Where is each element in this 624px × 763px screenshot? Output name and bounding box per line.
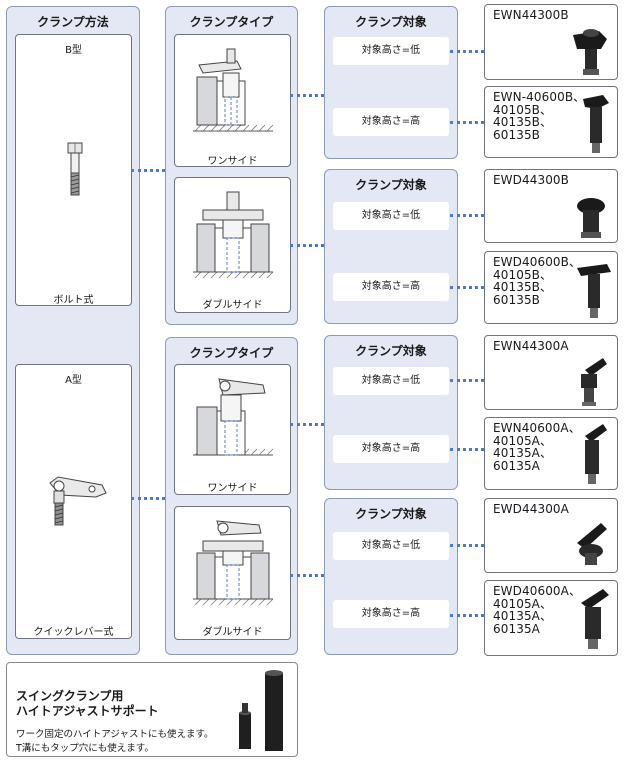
support-description-line1: ワーク固定のハイトアジャストにも使えます。	[16, 729, 214, 740]
target-high[interactable]: 対象高さ=高	[333, 273, 449, 301]
target-panel-4: クランプ対象 対象高さ=低 対象高さ=高	[324, 498, 458, 655]
swing-clamp-lever-product-icon	[581, 589, 609, 649]
swing-clamp-lever-product-icon	[585, 424, 607, 484]
product-card[interactable]: EWD40600B、 40105B、 40135B、 60135B	[484, 251, 618, 324]
swing-clamp-product-icon	[573, 29, 607, 75]
height-adjust-support-icon	[239, 670, 283, 751]
connector	[131, 497, 165, 500]
connector	[450, 214, 484, 217]
product-card[interactable]: EWD40600A、 40105A、 40135A、 60135A	[484, 580, 618, 656]
b-type-name: B型	[65, 45, 82, 56]
product-card[interactable]: EWN-40600B、 40105B、 40135B、 60135B	[484, 86, 618, 158]
connector	[290, 423, 324, 426]
product-code: EWN44300B	[493, 8, 569, 22]
target-panel-2: クランプ対象 対象高さ=低 対象高さ=高	[324, 169, 458, 324]
connector	[290, 574, 324, 577]
swing-clamp-lever-product-icon	[581, 358, 607, 406]
double-side-caption-a: ダブルサイド	[202, 627, 263, 638]
b-type-caption: ボルト式	[53, 295, 94, 306]
target-panel-3: クランプ対象 対象高さ=低 対象高さ=高	[324, 335, 458, 490]
a-type-name: A型	[65, 375, 82, 386]
product-code: EWD40600A、 40105A、 40135A、 60135A	[493, 584, 582, 636]
support-title-line2: ハイトアジャストサポート	[16, 704, 159, 718]
connector	[450, 50, 484, 53]
clamp-type-panel-a: クランプタイプ ワンサイド ダブルサイド	[165, 337, 298, 655]
product-code: EWD40600B、 40105B、 40135B、 60135B	[493, 255, 582, 307]
method-title: クランプ方法	[37, 15, 109, 29]
product-card[interactable]: EWN44300A	[484, 335, 618, 410]
target-title: クランプ対象	[355, 507, 427, 521]
connector	[450, 448, 484, 451]
product-card[interactable]: EWN44300B	[484, 4, 618, 80]
b-type-card[interactable]: B型 ボルト式	[15, 34, 132, 306]
one-side-caption-b: ワンサイド	[207, 156, 258, 167]
target-high[interactable]: 対象高さ=高	[333, 108, 449, 136]
one-side-lever-diagram-icon	[193, 378, 274, 456]
product-code: EWN44300A	[493, 339, 569, 353]
support-description-line2: T溝にもタップ穴にも使えます。	[16, 743, 154, 754]
target-panel-1: クランプ対象 対象高さ=低 対象高さ=高	[324, 6, 458, 159]
connector	[290, 244, 324, 247]
clamp-type-title: クランプタイプ	[189, 15, 274, 29]
support-title-line1: スイングクランプ用	[16, 689, 124, 703]
swing-clamp-lever-product-icon	[577, 523, 607, 565]
one-side-caption-a: ワンサイド	[207, 483, 258, 494]
double-side-card-b[interactable]: ダブルサイド	[174, 177, 291, 313]
target-low[interactable]: 対象高さ=低	[333, 37, 449, 65]
a-type-caption: クイックレバー式	[33, 627, 114, 638]
clamp-type-panel-b: クランプタイプ ワンサイド ダブルサイド	[165, 6, 298, 325]
double-side-card-a[interactable]: ダブルサイド	[174, 506, 291, 640]
product-code: EWN40600A、 40105A、 40135A、 60135A	[493, 421, 581, 473]
target-title: クランプ対象	[355, 178, 427, 192]
a-type-card[interactable]: A型 クイックレバー式	[15, 364, 132, 639]
connector	[290, 94, 324, 97]
support-card[interactable]: スイングクランプ用 ハイトアジャストサポート ワーク固定のハイトアジャストにも使…	[6, 662, 298, 757]
double-side-diagram-icon	[193, 191, 274, 279]
clamp-type-title: クランプタイプ	[189, 346, 274, 360]
double-side-caption-b: ダブルサイド	[202, 300, 263, 311]
connector	[131, 169, 165, 172]
product-code: EWN-40600B、 40105B、 40135B、 60135B	[493, 90, 586, 142]
product-card[interactable]: EWD44300B	[484, 169, 618, 243]
target-low[interactable]: 対象高さ=低	[333, 532, 449, 560]
quick-lever-icon	[49, 476, 107, 526]
target-low[interactable]: 対象高さ=低	[333, 367, 449, 395]
double-side-lever-diagram-icon	[193, 520, 274, 606]
target-high[interactable]: 対象高さ=高	[333, 600, 449, 628]
target-title: クランプ対象	[355, 344, 427, 358]
bolt-icon	[67, 142, 83, 196]
one-side-card-b[interactable]: ワンサイド	[174, 34, 291, 167]
target-low[interactable]: 対象高さ=低	[333, 202, 449, 230]
swing-clamp-product-icon	[583, 95, 609, 153]
connector	[450, 544, 484, 547]
method-panel: クランプ方法 B型 ボルト式 A型 クイックレバー式	[6, 6, 140, 655]
connector	[450, 379, 484, 382]
product-card[interactable]: EWD44300A	[484, 498, 618, 573]
one-side-diagram-icon	[193, 48, 274, 132]
target-title: クランプ対象	[355, 15, 427, 29]
connector	[450, 286, 484, 289]
swing-clamp-product-icon	[577, 198, 605, 238]
swing-clamp-product-icon	[577, 264, 611, 318]
one-side-card-a[interactable]: ワンサイド	[174, 364, 291, 495]
product-card[interactable]: EWN40600A、 40105A、 40135A、 60135A	[484, 417, 618, 490]
connector	[450, 614, 484, 617]
target-high[interactable]: 対象高さ=高	[333, 435, 449, 463]
connector	[450, 121, 484, 124]
product-code: EWD44300B	[493, 173, 569, 187]
product-code: EWD44300A	[493, 502, 569, 516]
